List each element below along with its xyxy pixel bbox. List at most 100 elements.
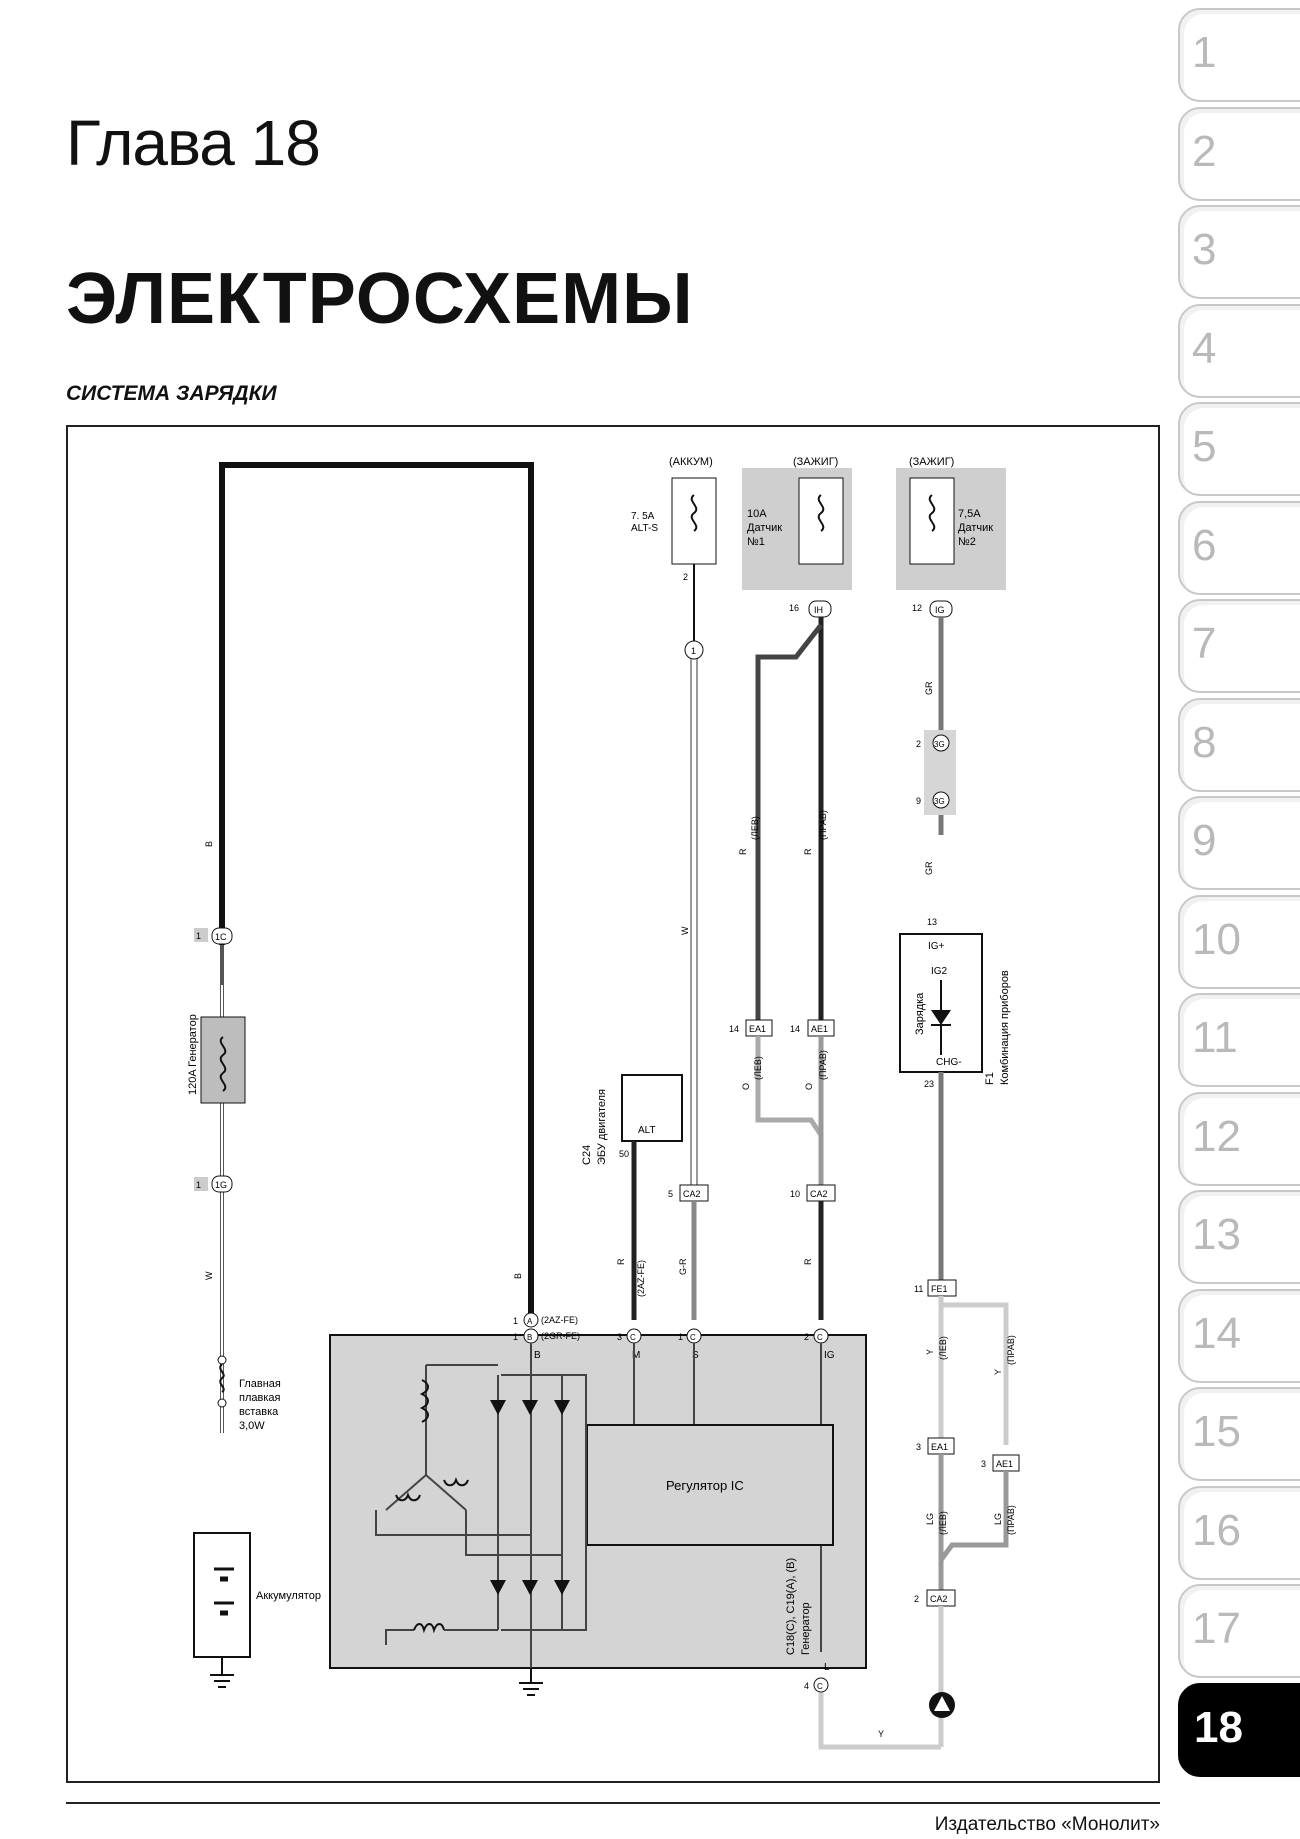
svg-text:12: 12 — [912, 603, 922, 613]
chapter-tab-label: 7 — [1192, 619, 1217, 668]
svg-text:Y: Y — [925, 1349, 935, 1355]
svg-text:50: 50 — [619, 1149, 629, 1159]
svg-text:№2: №2 — [958, 536, 976, 548]
svg-text:GR: GR — [924, 681, 934, 695]
svg-text:L: L — [824, 1662, 830, 1673]
svg-text:Датчик: Датчик — [747, 522, 782, 534]
chapter-tab-8[interactable]: 8 — [1178, 697, 1300, 792]
svg-text:CA2: CA2 — [930, 1594, 948, 1604]
svg-text:10: 10 — [790, 1189, 800, 1199]
svg-text:Комбинация приборов: Комбинация приборов — [999, 970, 1011, 1085]
svg-text:AE1: AE1 — [996, 1459, 1013, 1469]
chapter-tab-label: 10 — [1192, 914, 1241, 964]
svg-text:LG: LG — [993, 1513, 1003, 1525]
svg-text:11: 11 — [914, 1284, 923, 1294]
svg-text:(ЗАЖИГ): (ЗАЖИГ) — [793, 456, 838, 468]
svg-text:1: 1 — [691, 646, 696, 656]
conn-1g: 1G — [215, 1180, 227, 1190]
chapter-tab-label: 3 — [1192, 225, 1217, 274]
chapter-tab-label: 17 — [1192, 1604, 1241, 1653]
diagram-frame — [66, 425, 1160, 1783]
chapter-tab-4[interactable]: 4 — [1178, 303, 1300, 398]
svg-text:C24: C24 — [581, 1145, 593, 1165]
chapter-tab-13[interactable]: 13 — [1178, 1190, 1300, 1284]
svg-text:10A: 10A — [747, 508, 767, 520]
svg-text:2: 2 — [914, 1594, 919, 1604]
svg-text:(ПРАВ): (ПРАВ) — [1006, 1335, 1016, 1365]
chapter-tab-10[interactable]: 10 — [1178, 894, 1300, 989]
chapter-tab-17[interactable]: 17 — [1178, 1584, 1300, 1678]
main-cable-b: B B — [204, 462, 534, 1320]
svg-text:№1: №1 — [747, 536, 765, 548]
svg-text:(ЛЕВ): (ЛЕВ) — [938, 1511, 948, 1535]
svg-text:1: 1 — [678, 1332, 683, 1342]
svg-text:14: 14 — [729, 1024, 739, 1034]
svg-text:IH: IH — [814, 605, 823, 615]
chapter-tab-6[interactable]: 6 — [1178, 500, 1300, 595]
svg-text:GR: GR — [924, 861, 934, 875]
svg-text:9: 9 — [916, 796, 921, 806]
svg-text:M: M — [632, 1350, 640, 1361]
chapter-tab-18[interactable]: 18 — [1178, 1682, 1300, 1777]
chapter-tab-11[interactable]: 11 — [1178, 993, 1300, 1087]
wire-w-s: 1 W CA2 5 G-R — [668, 564, 709, 1320]
svg-text:EA1: EA1 — [931, 1442, 948, 1452]
svg-text:3: 3 — [617, 1332, 622, 1342]
chapter-tab-3[interactable]: 3 — [1178, 205, 1300, 299]
chapter-tab-label: 16 — [1192, 1505, 1241, 1555]
chapter-tab-14[interactable]: 14 — [1178, 1288, 1300, 1383]
svg-text:Зарядка: Зарядка — [914, 992, 926, 1035]
left-branch: 1 1C 120A Генератор 1 1G W Главная плавк… — [187, 927, 321, 1688]
svg-text:плавкая: плавкая — [239, 1392, 281, 1404]
chapter-tab-15[interactable]: 15 — [1178, 1387, 1300, 1481]
svg-text:3: 3 — [981, 1459, 986, 1469]
svg-text:16: 16 — [789, 603, 799, 613]
wire-gr-combo: GR 3G 2 3G 9 GR 13 IG+ IG2 Зарядка CHG- … — [899, 617, 1011, 1297]
svg-text:ЭБУ двигателя: ЭБУ двигателя — [596, 1089, 608, 1165]
generator: A 1 (2AZ-FE) B 1 (2GR-FE) C 3 C 1 C 2 B … — [329, 1312, 867, 1696]
chapter-tab-label: 15 — [1192, 1407, 1241, 1456]
svg-text:1: 1 — [513, 1316, 518, 1326]
fuse-block: (АККУМ) (ЗАЖИГ) (ЗАЖИГ) 7. 5A ALT-S 2 10… — [631, 456, 1006, 618]
chapter-tab-1[interactable]: 1 — [1178, 8, 1300, 102]
chapter-tab-label: 14 — [1192, 1308, 1241, 1358]
svg-text:(2GR-FE): (2GR-FE) — [541, 1331, 580, 1341]
generator-fuse-label: 120A Генератор — [187, 1014, 199, 1095]
svg-text:B: B — [204, 841, 214, 847]
chapter-tab-9[interactable]: 9 — [1178, 796, 1300, 890]
svg-text:(АККУМ): (АККУМ) — [669, 456, 713, 468]
svg-text:W: W — [680, 926, 690, 935]
svg-text:R: R — [803, 1258, 813, 1265]
svg-text:S: S — [692, 1350, 699, 1361]
ecu-module: ALT C24 ЭБУ двигателя 50 R (2AZ-FE) — [581, 1074, 683, 1320]
svg-text:23: 23 — [924, 1079, 934, 1089]
chapter-tab-label: 2 — [1192, 126, 1217, 176]
chapter-tab-2[interactable]: 2 — [1178, 106, 1300, 201]
svg-text:Y: Y — [878, 1729, 884, 1739]
svg-text:B: B — [513, 1273, 523, 1279]
svg-text:A: A — [527, 1317, 533, 1326]
svg-text:O: O — [804, 1083, 814, 1090]
fusible-link-line1: Главная — [239, 1378, 281, 1390]
svg-text:1: 1 — [196, 931, 201, 941]
publisher: Издательство «Монолит» — [934, 1814, 1160, 1835]
svg-text:3G: 3G — [934, 740, 945, 749]
svg-text:AE1: AE1 — [811, 1024, 828, 1034]
svg-text:вставка: вставка — [239, 1406, 279, 1418]
svg-text:5: 5 — [668, 1189, 673, 1199]
svg-text:F1: F1 — [984, 1072, 996, 1085]
svg-text:ALT-S: ALT-S — [631, 523, 658, 534]
svg-text:(ЛЕВ): (ЛЕВ) — [753, 1056, 763, 1080]
svg-text:2: 2 — [916, 739, 921, 749]
chapter-tab-7[interactable]: 7 — [1178, 599, 1300, 693]
svg-text:2: 2 — [804, 1332, 809, 1342]
svg-text:2: 2 — [683, 572, 688, 582]
chapter-tab-12[interactable]: 12 — [1178, 1091, 1300, 1186]
svg-text:C: C — [630, 1333, 636, 1342]
svg-text:IG2: IG2 — [931, 966, 948, 977]
chapter-heading: Глава 18 — [66, 107, 321, 179]
svg-text:7,5A: 7,5A — [958, 508, 981, 520]
chapter-tab-5[interactable]: 5 — [1178, 402, 1300, 496]
chapter-tab-16[interactable]: 16 — [1178, 1485, 1300, 1580]
